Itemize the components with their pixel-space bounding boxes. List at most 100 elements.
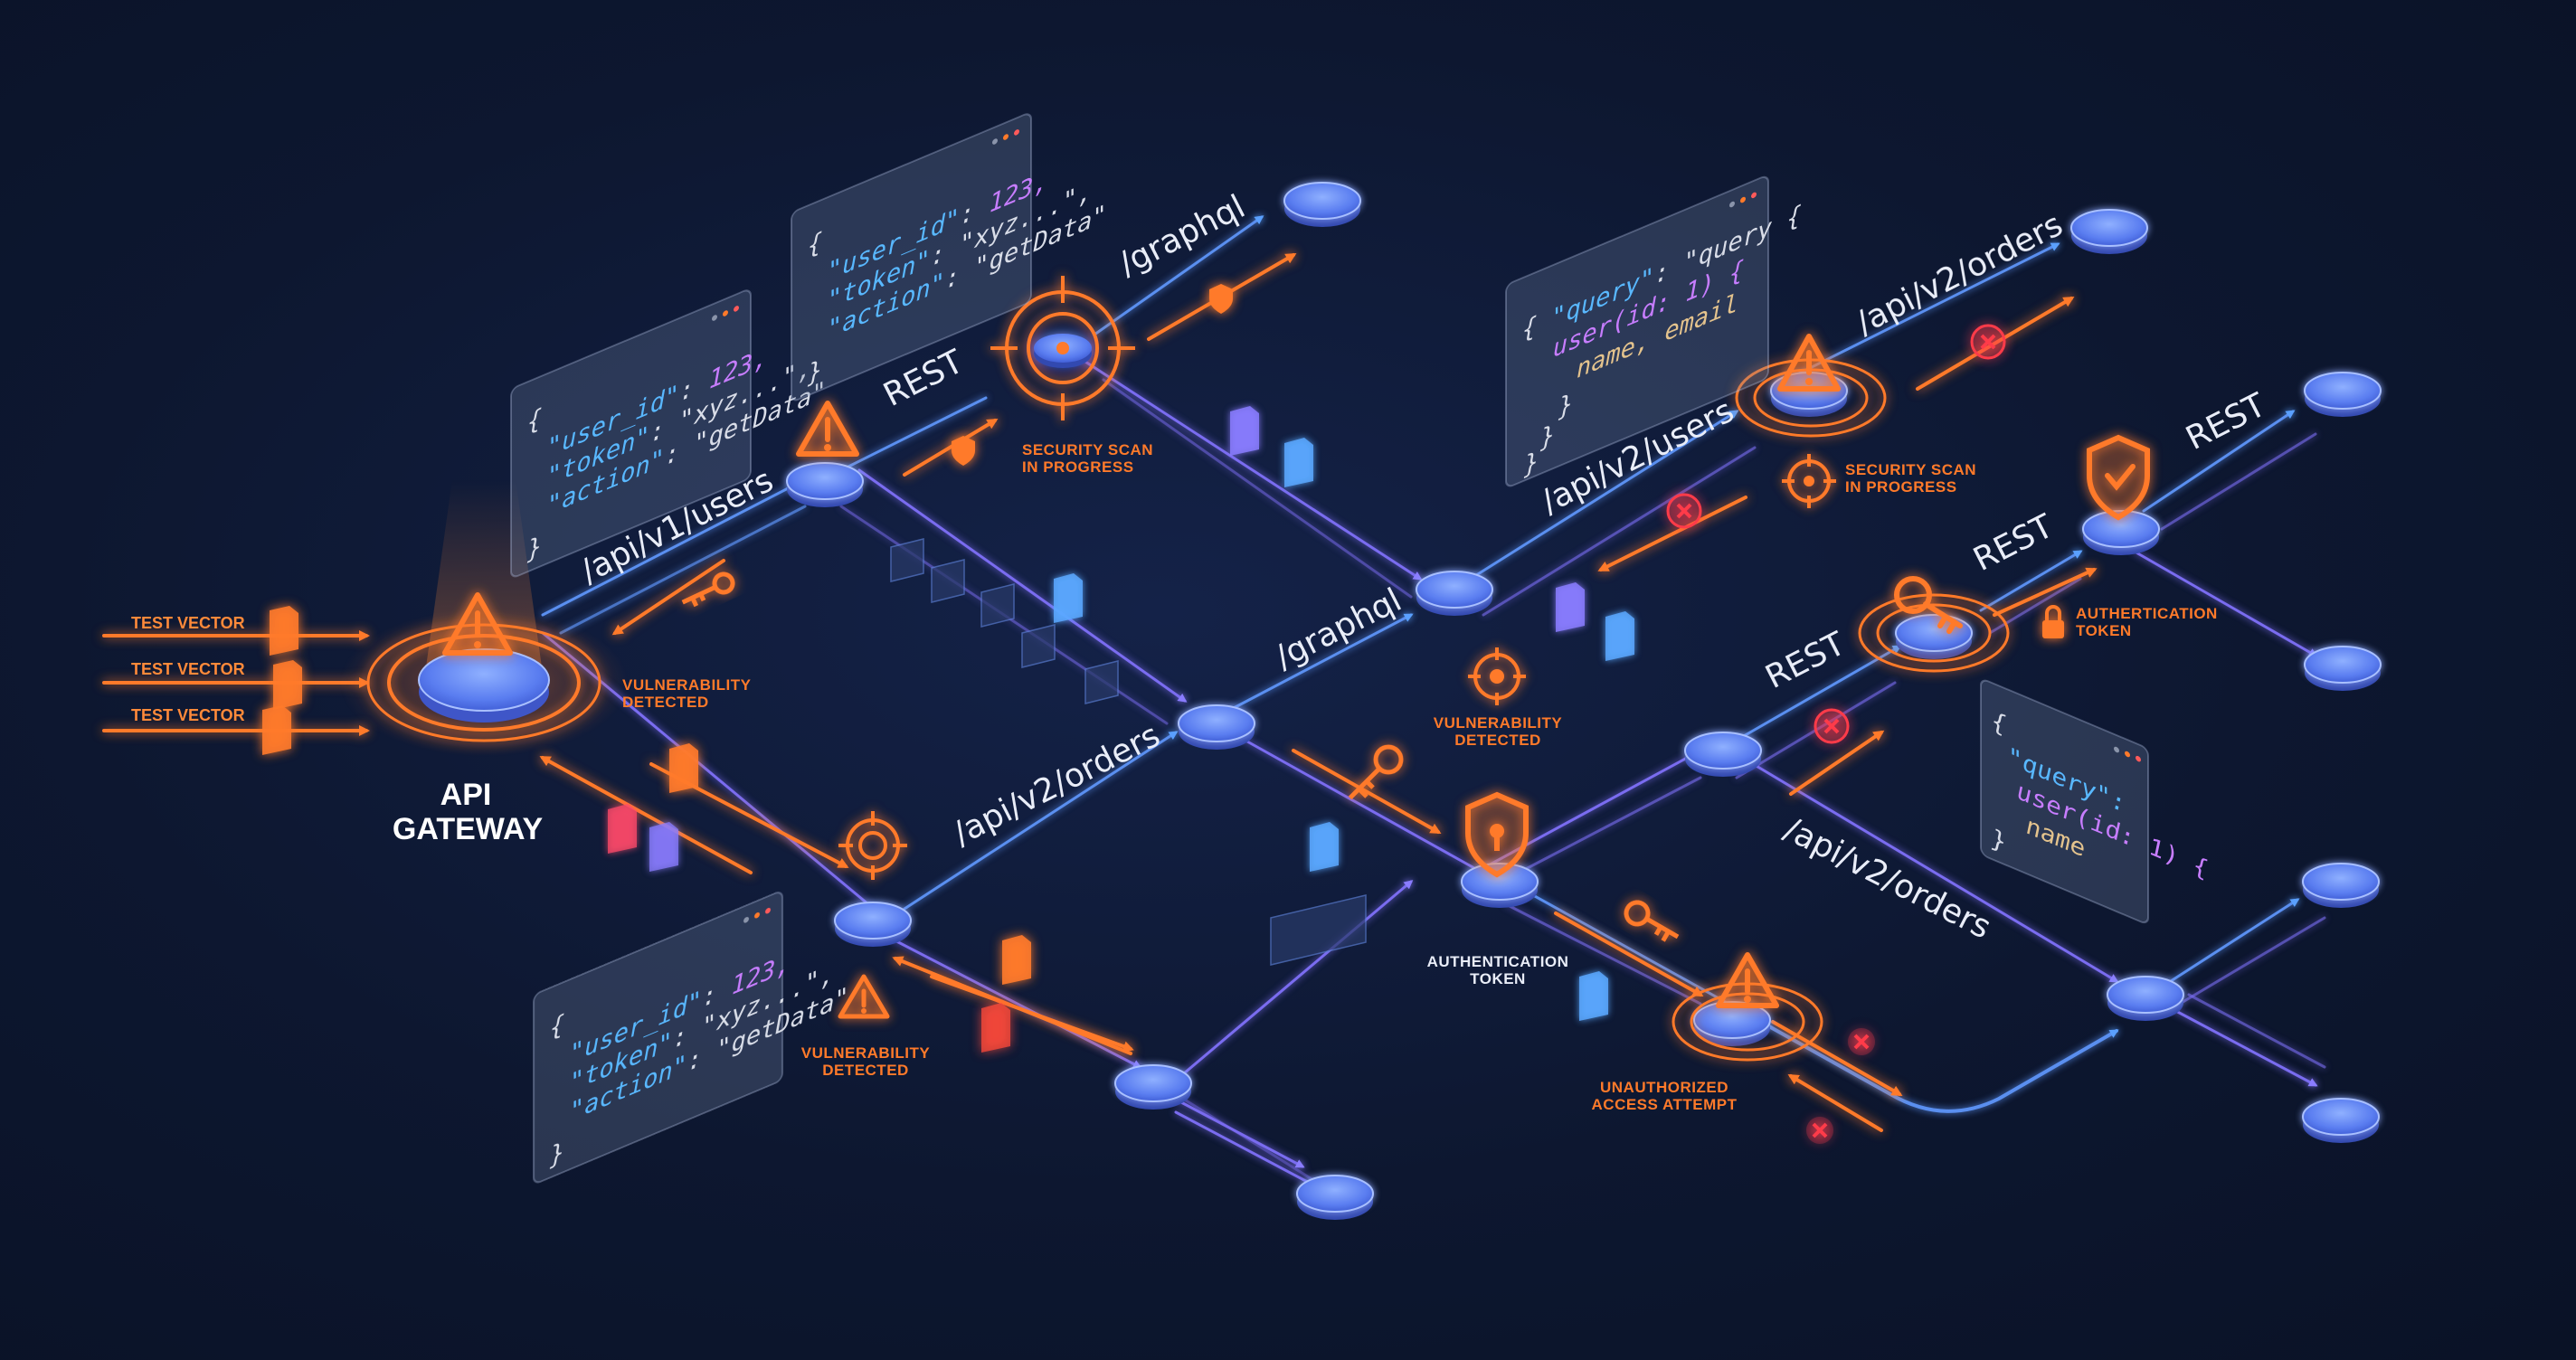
svg-text:VULNERABILITY: VULNERABILITY: [801, 1044, 931, 1062]
warning-icon: [796, 401, 859, 457]
svg-text:VULNERABILITY: VULNERABILITY: [1434, 714, 1563, 732]
code-text: {: [527, 403, 542, 438]
node[interactable]: [1461, 863, 1539, 908]
code-text: }: [1558, 388, 1573, 423]
test-vectors: TEST VECTOR TEST VECTOR TEST VECTOR: [131, 606, 302, 755]
node[interactable]: [1283, 182, 1361, 227]
node[interactable]: [2107, 976, 2184, 1021]
svg-text:DETECTED: DETECTED: [822, 1062, 909, 1079]
status-scan-right: SECURITY SCAN IN PROGRESS: [1845, 461, 1976, 496]
svg-text:SECURITY SCAN: SECURITY SCAN: [1022, 441, 1153, 458]
data-packets: [890, 538, 1367, 966]
svg-text:ACCESS ATTEMPT: ACCESS ATTEMPT: [1592, 1096, 1738, 1113]
code-text: }: [549, 1137, 564, 1172]
gateway-title-line2: GATEWAY: [393, 812, 544, 846]
error-x-icons: [1666, 324, 2006, 1144]
error-x-icon: [1848, 1028, 1875, 1055]
node[interactable]: [1178, 704, 1255, 750]
route-label: /api/v2/orders: [947, 717, 1166, 853]
shield-icon: [1209, 284, 1233, 314]
code-panel-e: { "query": user(id: 1) { name }: [1980, 679, 2208, 924]
route-label: /api/v2/orders: [1778, 810, 1997, 946]
status-labels: VULNERABILITY DETECTED SECURITY SCAN IN …: [622, 441, 2218, 1113]
node[interactable]: [2070, 209, 2148, 254]
warning-icon: [838, 974, 890, 1019]
code-text: }: [526, 531, 542, 566]
node[interactable]: [2302, 863, 2380, 908]
node[interactable]: [1895, 614, 1973, 659]
node[interactable]: [834, 902, 912, 947]
route-label: REST: [1759, 625, 1852, 696]
svg-text:TOKEN: TOKEN: [2076, 622, 2132, 639]
code-text: {: [550, 1009, 564, 1044]
node[interactable]: [1296, 1175, 1374, 1220]
error-x-icon: [1806, 1117, 1833, 1144]
test-vector-label: TEST VECTOR: [131, 706, 245, 724]
test-vector-label: TEST VECTOR: [131, 660, 245, 678]
status-unauthorized: UNAUTHORIZED ACCESS ATTEMPT: [1592, 1079, 1738, 1113]
error-x-icon: [1814, 708, 1850, 744]
svg-text:AUTHENTICATION: AUTHENTICATION: [1427, 953, 1569, 970]
status-vulnerability-center: VULNERABILITY DETECTED: [1434, 714, 1563, 749]
target-icon: [1468, 647, 1526, 705]
code-text: }: [1523, 446, 1539, 481]
node[interactable]: [1684, 732, 1762, 777]
svg-text:IN PROGRESS: IN PROGRESS: [1022, 458, 1134, 476]
warning-icon: [1777, 334, 1841, 392]
route-label: /graphql: [1113, 188, 1251, 283]
svg-text:UNAUTHORIZED: UNAUTHORIZED: [1600, 1079, 1728, 1096]
target-icon: [990, 276, 1135, 420]
node[interactable]: [1693, 1001, 1771, 1046]
warning-icon: [1716, 952, 1779, 1008]
shield-check-icon: [2087, 434, 2150, 521]
target-icon: [838, 811, 907, 880]
svg-text:SECURITY SCAN: SECURITY SCAN: [1845, 461, 1976, 478]
svg-text:TOKEN: TOKEN: [1470, 970, 1526, 987]
status-vulnerability-bottom: VULNERABILITY DETECTED: [801, 1044, 931, 1079]
node[interactable]: [2302, 1098, 2380, 1143]
status-auth-right: AUTHERTICATION TOKEN: [2076, 605, 2218, 639]
code-text: }: [807, 354, 822, 390]
key-icon: [1348, 744, 1404, 800]
key-node-right[interactable]: [1858, 593, 2010, 673]
node[interactable]: [1114, 1064, 1192, 1110]
shield-lock-icon: [1465, 791, 1529, 878]
error-x-icon: [1970, 324, 2006, 360]
code-text: }: [1539, 419, 1555, 454]
node[interactable]: [2304, 372, 2382, 417]
api-gateway[interactable]: API GATEWAY: [339, 479, 629, 846]
node[interactable]: [1416, 571, 1493, 616]
shield-icon: [952, 436, 975, 466]
svg-text:AUTHERTICATION: AUTHERTICATION: [2076, 605, 2218, 622]
code-text: }: [1991, 823, 2006, 858]
key-icon: [681, 571, 735, 608]
route-label: /api/v2/orders: [1850, 206, 2069, 342]
route-label: REST: [2180, 386, 2272, 458]
key-icon: [1894, 576, 1963, 634]
connection-lines: [541, 215, 2326, 1195]
status-vulnerability-gateway: VULNERABILITY DETECTED: [622, 676, 752, 711]
status-auth-center: AUTHENTICATION TOKEN: [1427, 953, 1569, 987]
gateway-title-line1: API: [440, 778, 492, 812]
route-label: REST: [1967, 507, 2060, 579]
node[interactable]: [2082, 510, 2160, 555]
svg-text:DETECTED: DETECTED: [622, 694, 709, 711]
lock-icon: [2042, 605, 2064, 638]
code-text: {: [1992, 705, 2006, 740]
warning-icon: [442, 592, 513, 656]
svg-text:IN PROGRESS: IN PROGRESS: [1845, 478, 1957, 496]
error-x-icon: [1666, 493, 1702, 529]
test-vector-label: TEST VECTOR: [131, 614, 245, 632]
node[interactable]: [2304, 646, 2382, 691]
code-panel-c: { "user_id": 123, "token": "xyz...", "ac…: [533, 892, 849, 1184]
code-text: {: [808, 227, 822, 261]
key-icon: [1624, 900, 1680, 942]
target-icon: [1782, 454, 1836, 508]
svg-text:VULNERABILITY: VULNERABILITY: [622, 676, 752, 694]
code-text: {: [1522, 311, 1537, 345]
document-icon: [608, 406, 1634, 1021]
node[interactable]: [786, 462, 864, 507]
document-icon: [669, 743, 1031, 1053]
status-scan-top: SECURITY SCAN IN PROGRESS: [1022, 441, 1153, 476]
